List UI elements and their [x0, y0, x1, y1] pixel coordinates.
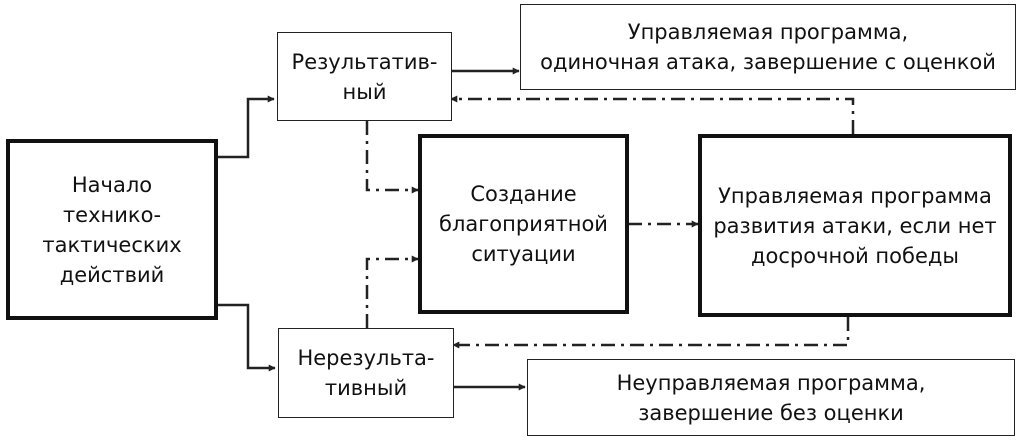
arrow-effective-to-favorable [365, 121, 419, 194]
node-controlled-single-line: Управляемая программа, [627, 20, 909, 44]
node-controlled-dev-line: Управляемая программа [718, 183, 992, 208]
node-start-line: тактических [42, 232, 182, 257]
node-effective: Результатив- ный [277, 32, 452, 121]
node-ineffective-line: тивный [324, 376, 408, 400]
node-favorable-situation: Создание благоприятной ситуации [418, 134, 629, 314]
node-controlled-single-line: одиночная атака, завершение с оценкой [540, 50, 996, 74]
node-start: Начало технико- тактических действий [6, 139, 218, 320]
node-controlled-dev-line: досрочной победы [751, 243, 959, 268]
arrow-ineffective-to-favorable [365, 255, 419, 328]
node-ineffective-line: Нерезульта- [297, 346, 435, 370]
arrow-controlled-dev-to-effective [450, 95, 855, 134]
node-effective-line: ный [342, 79, 387, 104]
node-uncontrolled-line: Неуправляемая программа, [616, 370, 926, 395]
node-controlled-dev-line: развития атаки, если нет [713, 213, 997, 238]
arrow-start-to-effective [217, 95, 275, 159]
node-start-line: технико- [62, 202, 162, 227]
node-uncontrolled: Неуправляемая программа, завершение без … [527, 359, 1015, 436]
node-favorable-line: благоприятной [439, 212, 608, 236]
node-uncontrolled-line: завершение без оценки [638, 400, 904, 425]
node-favorable-line: Создание [470, 182, 577, 206]
node-start-line: действий [59, 262, 165, 287]
node-controlled-development: Управляемая программа развития атаки, ес… [698, 134, 1012, 317]
node-effective-line: Результатив- [291, 49, 438, 74]
node-controlled-single: Управляемая программа, одиночная атака, … [520, 4, 1016, 90]
arrow-controlled-dev-to-ineffective [452, 317, 850, 349]
node-start-line: Начало [71, 172, 153, 197]
arrow-start-to-ineffective [217, 303, 276, 372]
node-favorable-line: ситуации [471, 242, 576, 266]
node-ineffective: Нерезульта- тивный [278, 328, 454, 418]
